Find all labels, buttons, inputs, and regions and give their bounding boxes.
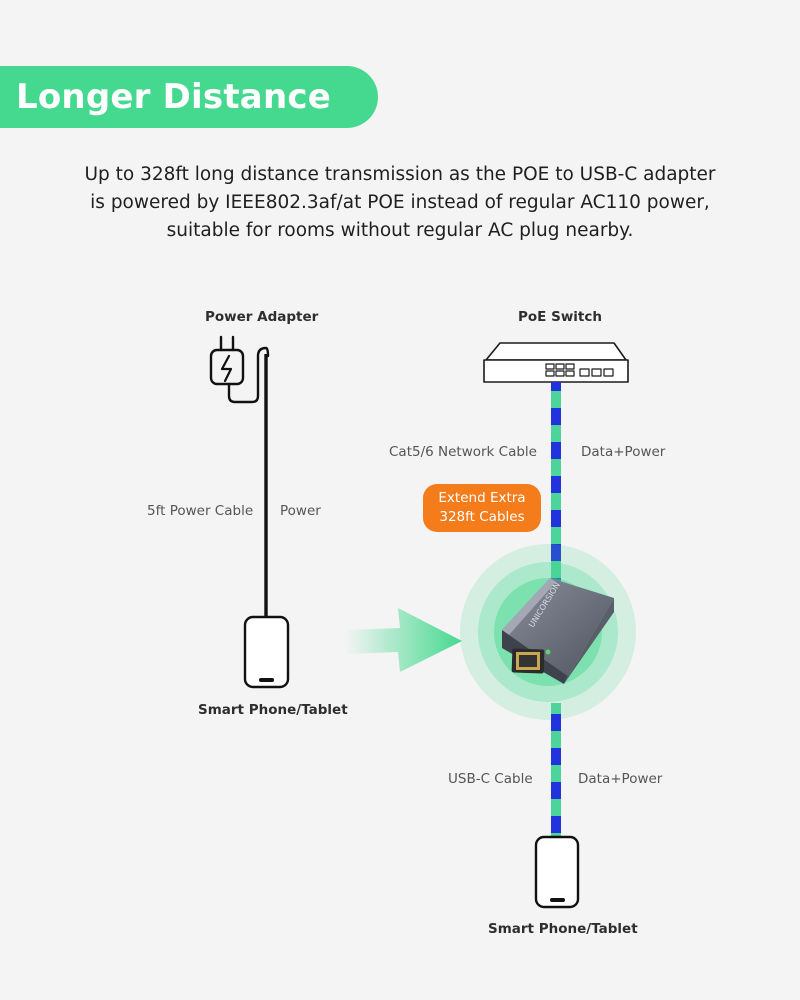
usb-c-cable-label: USB-C Cable [448,771,533,787]
title-banner: Longer Distance [0,66,378,128]
poe-switch-icon [483,342,629,383]
network-cable-role: Data+Power [581,444,666,460]
usb-c-adapter-icon: UNICORSION [502,578,614,684]
right-device-label: Smart Phone/Tablet [488,921,638,937]
charger-plug-icon [209,335,270,404]
poe-switch-label: PoE Switch [518,309,602,325]
usb-c-cable-role: Data+Power [578,771,663,787]
power-cable-role: Power [280,503,321,519]
usb-c-cable [551,703,561,837]
network-cable [551,382,561,582]
arrow-right-icon [345,608,462,672]
power-cable-label: 5ft Power Cable [147,503,254,519]
description-line-1: Up to 328ft long distance transmission a… [84,164,716,185]
description-line-3: suitable for rooms without regular AC pl… [166,220,634,241]
power-adapter-label: Power Adapter [205,309,319,325]
smartphone-icon [534,835,580,909]
badge-line-2: 328ft Cables [439,509,525,525]
page-title: Longer Distance [16,77,331,117]
badge-line-1: Extend Extra [438,490,526,506]
extend-badge: Extend Extra 328ft Cables [423,484,541,532]
left-device-label: Smart Phone/Tablet [198,702,348,718]
network-cable-label: Cat5/6 Network Cable [389,444,537,460]
description-line-2: is powered by IEEE802.3af/at POE instead… [90,192,710,213]
description: Up to 328ft long distance transmission a… [40,161,760,245]
smartphone-icon [243,615,290,689]
